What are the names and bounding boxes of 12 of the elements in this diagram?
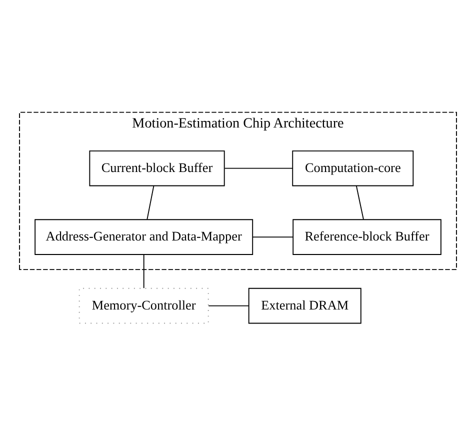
- node-box: Current-block Buffer: [89, 150, 225, 186]
- node-box: External DRAM: [248, 288, 362, 324]
- node-box: Address-Generator and Data-Mapper: [34, 219, 254, 255]
- connector: [146, 185, 154, 220]
- connector: [252, 236, 294, 238]
- node-box: Reference-block Buffer: [292, 219, 442, 255]
- connector: [208, 305, 249, 306]
- connector: [356, 185, 364, 220]
- connector: [143, 254, 144, 289]
- node-box: Memory-Controller: [78, 288, 209, 324]
- node-box: Computation-core: [292, 150, 414, 186]
- connector: [224, 168, 294, 169]
